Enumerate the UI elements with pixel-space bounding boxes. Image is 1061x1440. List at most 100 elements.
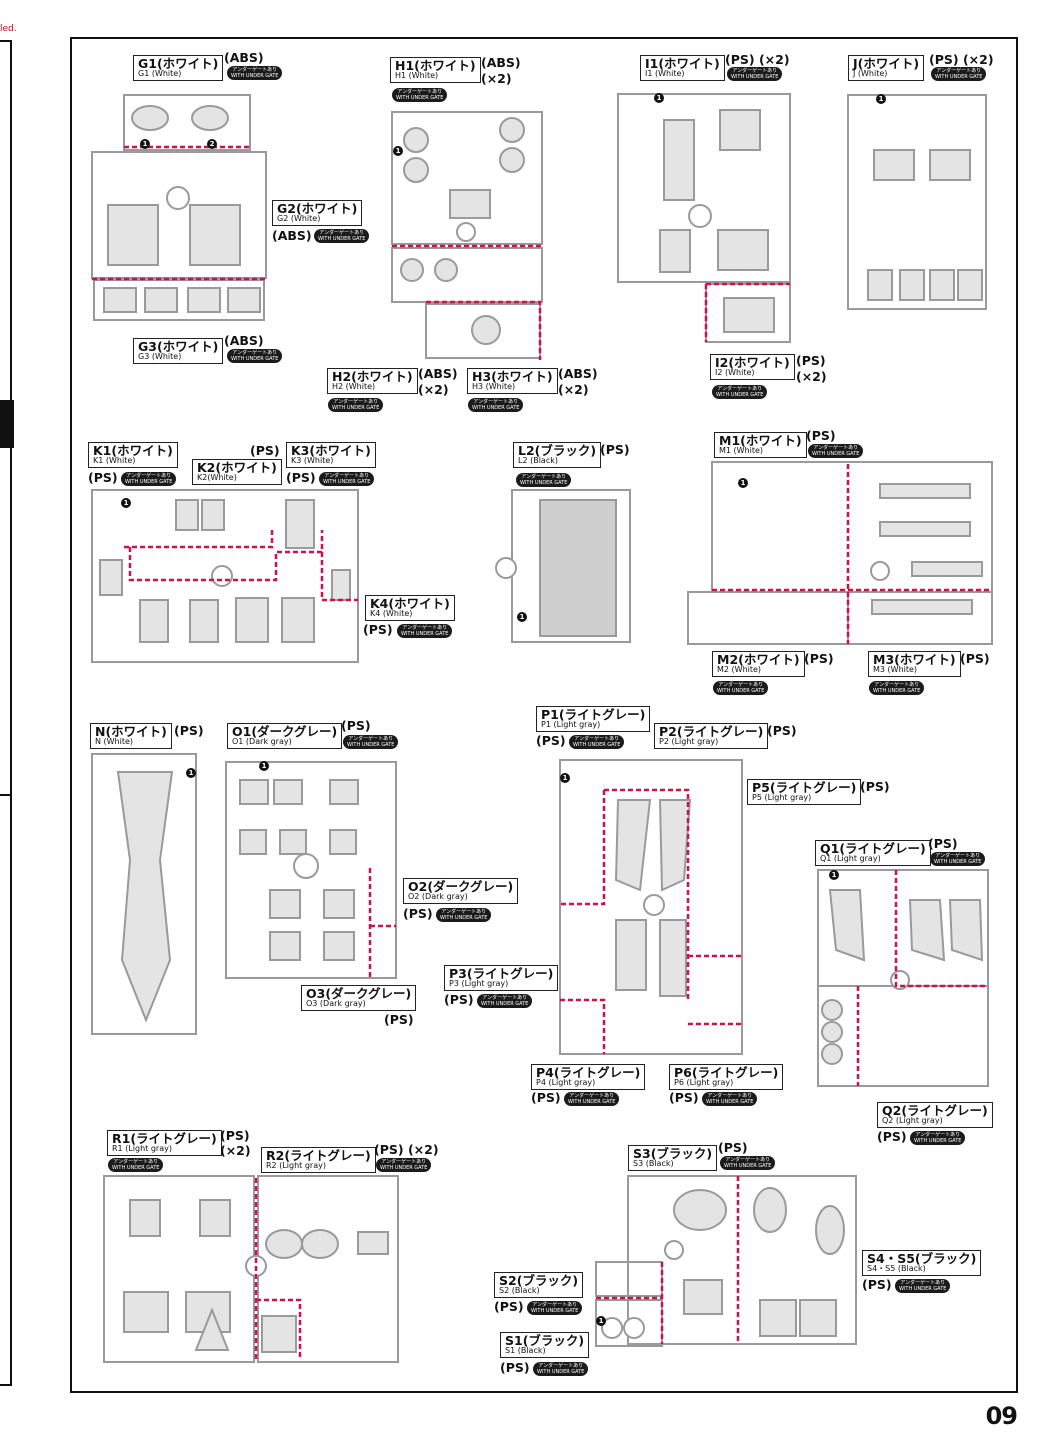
label-s1: S1(ブラック)S1 (Black) <box>500 1332 590 1358</box>
label-p4: P4(ライトグレー)P4 (Light gray) <box>531 1064 646 1090</box>
label-g3: G3(ホワイト)G3 (White) <box>133 338 224 364</box>
label-h3: H3(ホワイト)H3 (White) <box>467 368 558 394</box>
quantity-h3: (×2) <box>558 382 589 397</box>
quantity-h1: (×2) <box>481 71 512 86</box>
material-s45: (PS) <box>862 1277 892 1292</box>
label-q2: Q2(ライトグレー)Q2 (Light gray) <box>877 1102 993 1128</box>
part-number-marker: 1 <box>829 870 839 880</box>
part-number-marker: 1 <box>186 768 196 778</box>
part-number-marker: 1 <box>140 139 150 149</box>
runner-q2 <box>817 985 989 1087</box>
material-h1: (ABS) <box>481 55 521 70</box>
material-i2: (PS) <box>796 353 826 368</box>
material-r1: (PS) <box>220 1128 250 1143</box>
label-m1: M1(ホワイト)M1 (White) <box>714 432 807 458</box>
runner-h1 <box>391 111 543 245</box>
label-s45: S4・S5(ブラック)S4・S5 (Black) <box>862 1250 982 1276</box>
material-o1: (PS) <box>341 718 371 733</box>
material-p2: (PS) <box>767 723 797 738</box>
label-p5: P5(ライトグレー)P5 (Light gray) <box>747 779 862 805</box>
label-k1: K1(ホワイト)K1 (White) <box>88 442 178 468</box>
label-k4: K4(ホワイト)K4 (White) <box>365 595 455 621</box>
material-g2: (ABS) <box>272 228 312 243</box>
label-p3: P3(ライトグレー)P3 (Light gray) <box>444 965 559 991</box>
part-number-marker: 1 <box>876 94 886 104</box>
material-k3: (PS) <box>286 470 316 485</box>
runner-g1 <box>123 94 251 151</box>
material-k1: (PS) <box>88 470 118 485</box>
label-g1: G1(ホワイト)G1 (White) <box>133 55 224 81</box>
page-edge-text: led. <box>0 24 17 34</box>
material-h2: (ABS) <box>418 366 458 381</box>
label-i2: I2(ホワイト)I2 (White) <box>710 354 795 380</box>
runner-k1 <box>91 489 359 663</box>
material-o2: (PS) <box>403 906 433 921</box>
page-edge-box <box>0 40 12 1386</box>
runner-p <box>559 759 743 1055</box>
under-gate-lines <box>92 145 992 1360</box>
material-s2: (PS) <box>494 1299 524 1314</box>
label-o2: O2(ダークグレー)O2 (Dark gray) <box>403 878 519 904</box>
material-o3: (PS) <box>384 1012 414 1027</box>
runner-r1 <box>103 1175 255 1363</box>
page-edge-mark <box>0 794 12 796</box>
material-g3: (ABS) <box>224 333 264 348</box>
material-l2: (PS) <box>600 442 630 457</box>
runner-s3 <box>627 1175 857 1345</box>
part-number-marker: 1 <box>738 478 748 488</box>
label-r2: R2(ライトグレー)R2 (Light gray) <box>261 1147 376 1173</box>
runner-o1 <box>225 761 397 979</box>
quantity-h2: (×2) <box>418 382 449 397</box>
part-number-marker: 1 <box>121 498 131 508</box>
label-q1: Q1(ライトグレー)Q1 (Light gray) <box>815 840 931 866</box>
material-q2: (PS) <box>877 1129 907 1144</box>
material-p1: (PS) <box>536 733 566 748</box>
label-m2: M2(ホワイト)M2 (White) <box>712 651 805 677</box>
runner-j <box>847 94 987 310</box>
material-g1: (ABS) <box>224 50 264 65</box>
label-k3: K3(ホワイト)K3 (White) <box>286 442 376 468</box>
label-k2: K2(ホワイト)K2(White) <box>192 459 282 485</box>
page-edge-tab <box>0 400 14 448</box>
part-number-marker: 1 <box>517 612 527 622</box>
runner-i1 <box>617 93 791 283</box>
label-p1: P1(ライトグレー)P1 (Light gray) <box>536 706 651 732</box>
label-h1: H1(ホワイト)H1 (White) <box>390 57 481 83</box>
material-s3: (PS) <box>718 1140 748 1155</box>
label-i1: I1(ホワイト)I1 (White) <box>640 55 725 81</box>
label-n: N(ホワイト)N (White) <box>90 723 172 749</box>
label-m3: M3(ホワイト)M3 (White) <box>868 651 961 677</box>
part-number-marker: 1 <box>654 93 664 103</box>
runner-m2 <box>687 591 849 645</box>
material-r2: (PS) (×2) <box>374 1142 439 1157</box>
material-i1: (PS) (×2) <box>725 52 790 67</box>
label-s2: S2(ブラック)S2 (Black) <box>494 1272 584 1298</box>
runner-n <box>91 753 197 1035</box>
part-number-marker: 1 <box>560 773 570 783</box>
label-r1: R1(ライトグレー)R1 (Light gray) <box>107 1130 222 1156</box>
runner-g2 <box>91 151 267 279</box>
part-number-marker: 1 <box>259 761 269 771</box>
material-q1: (PS) <box>928 836 958 851</box>
